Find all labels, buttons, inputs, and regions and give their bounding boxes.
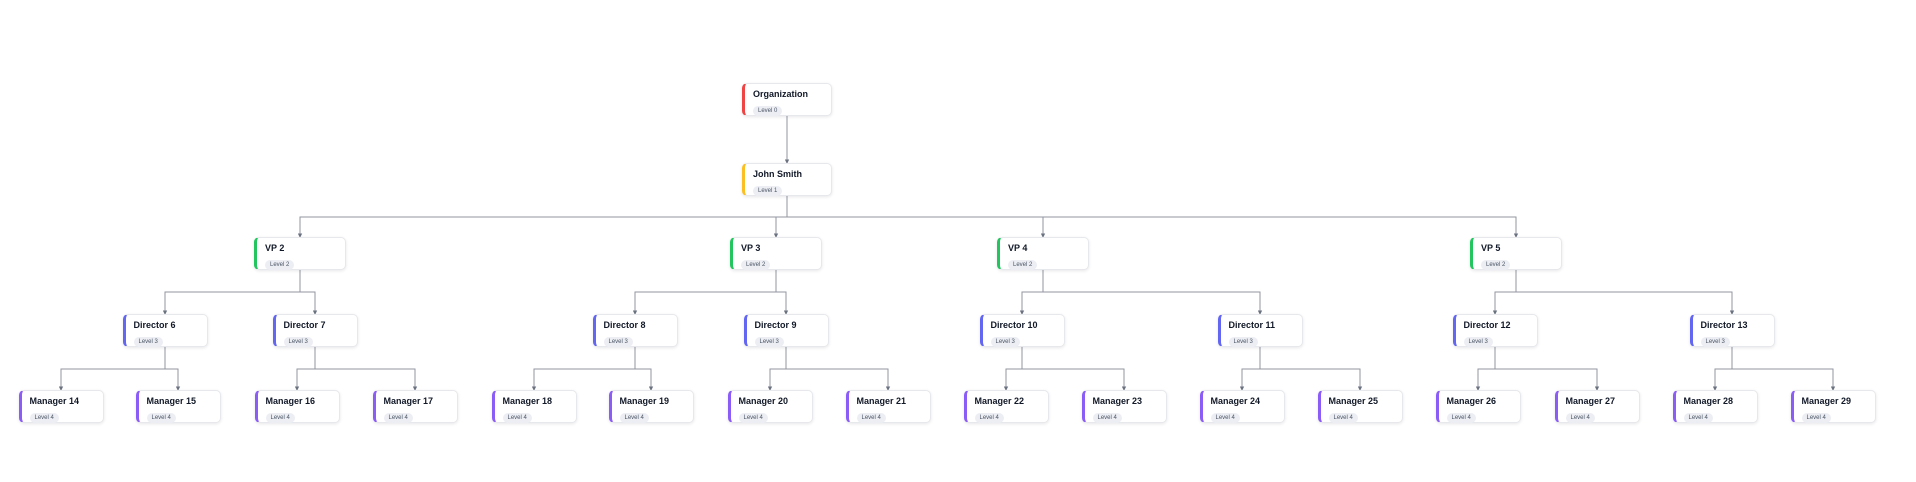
node-label: Organization bbox=[753, 89, 809, 99]
org-node-m17[interactable]: Manager 17 Level 4 bbox=[372, 390, 458, 423]
node-label: Director 9 bbox=[754, 320, 797, 330]
node-level-badge: Level 4 bbox=[619, 413, 649, 423]
org-node-m26[interactable]: Manager 26 Level 4 bbox=[1435, 390, 1521, 423]
node-level-badge: Level 4 bbox=[738, 413, 768, 423]
node-label: Director 6 bbox=[133, 320, 176, 330]
node-label: Director 11 bbox=[1228, 320, 1276, 330]
node-level-badge: Level 3 bbox=[990, 337, 1020, 347]
org-node-m27[interactable]: Manager 27 Level 4 bbox=[1554, 390, 1640, 423]
org-node-m21[interactable]: Manager 21 Level 4 bbox=[845, 390, 931, 423]
org-node-m19[interactable]: Manager 19 Level 4 bbox=[608, 390, 694, 423]
node-label: Manager 29 bbox=[1801, 396, 1852, 406]
org-node-m23[interactable]: Manager 23 Level 4 bbox=[1081, 390, 1167, 423]
org-node-vp2[interactable]: VP 2 Level 2 bbox=[254, 237, 346, 270]
node-level-badge: Level 4 bbox=[265, 413, 295, 423]
node-label: Manager 20 bbox=[738, 396, 789, 406]
node-level-badge: Level 4 bbox=[1328, 413, 1358, 423]
connector-edges bbox=[58, 116, 1836, 391]
node-label: Manager 25 bbox=[1328, 396, 1379, 406]
node-level-badge: Level 4 bbox=[974, 413, 1004, 423]
org-node-d11[interactable]: Director 11 Level 3 bbox=[1217, 314, 1303, 347]
node-level-badge: Level 3 bbox=[1463, 337, 1493, 347]
node-level-badge: Level 4 bbox=[502, 413, 532, 423]
node-level-badge: Level 4 bbox=[1565, 413, 1595, 423]
node-level-badge: Level 4 bbox=[1446, 413, 1476, 423]
org-node-vp5[interactable]: VP 5 Level 2 bbox=[1470, 237, 1562, 270]
org-node-d9[interactable]: Director 9 Level 3 bbox=[743, 314, 829, 347]
node-label: Manager 15 bbox=[146, 396, 197, 406]
node-level-badge: Level 0 bbox=[753, 106, 783, 116]
node-level-badge: Level 3 bbox=[1700, 337, 1730, 347]
org-node-m25[interactable]: Manager 25 Level 4 bbox=[1317, 390, 1403, 423]
org-node-d7[interactable]: Director 7 Level 3 bbox=[272, 314, 358, 347]
node-level-badge: Level 4 bbox=[1683, 413, 1713, 423]
node-level-badge: Level 2 bbox=[1008, 260, 1038, 270]
org-node-m29[interactable]: Manager 29 Level 4 bbox=[1790, 390, 1876, 423]
node-level-badge: Level 3 bbox=[603, 337, 633, 347]
node-level-badge: Level 4 bbox=[1801, 413, 1831, 423]
node-label: Director 13 bbox=[1700, 320, 1748, 330]
org-node-d12[interactable]: Director 12 Level 3 bbox=[1452, 314, 1538, 347]
node-level-badge: Level 4 bbox=[856, 413, 886, 423]
node-level-badge: Level 4 bbox=[29, 413, 59, 423]
node-level-badge: Level 4 bbox=[1092, 413, 1122, 423]
node-label: VP 3 bbox=[741, 243, 761, 253]
node-label: Manager 22 bbox=[974, 396, 1025, 406]
node-label: Manager 23 bbox=[1092, 396, 1143, 406]
org-node-vp4[interactable]: VP 4 Level 2 bbox=[997, 237, 1089, 270]
org-node-m18[interactable]: Manager 18 Level 4 bbox=[491, 390, 577, 423]
org-node-m16[interactable]: Manager 16 Level 4 bbox=[254, 390, 340, 423]
org-node-m24[interactable]: Manager 24 Level 4 bbox=[1199, 390, 1285, 423]
node-level-badge: Level 3 bbox=[283, 337, 313, 347]
node-label: VP 5 bbox=[1481, 243, 1501, 253]
org-node-m15[interactable]: Manager 15 Level 4 bbox=[135, 390, 221, 423]
node-label: Director 7 bbox=[283, 320, 326, 330]
node-level-badge: Level 3 bbox=[754, 337, 784, 347]
org-node-d13[interactable]: Director 13 Level 3 bbox=[1689, 314, 1775, 347]
org-node-m22[interactable]: Manager 22 Level 4 bbox=[963, 390, 1049, 423]
org-node-d10[interactable]: Director 10 Level 3 bbox=[979, 314, 1065, 347]
node-label: VP 2 bbox=[265, 243, 285, 253]
node-label: Manager 27 bbox=[1565, 396, 1616, 406]
node-level-badge: Level 2 bbox=[1481, 260, 1511, 270]
node-label: Manager 14 bbox=[29, 396, 80, 406]
org-node-vp3[interactable]: VP 3 Level 2 bbox=[730, 237, 822, 270]
node-label: Manager 24 bbox=[1210, 396, 1261, 406]
org-node-m28[interactable]: Manager 28 Level 4 bbox=[1672, 390, 1758, 423]
node-level-badge: Level 4 bbox=[146, 413, 176, 423]
node-level-badge: Level 4 bbox=[383, 413, 413, 423]
node-level-badge: Level 3 bbox=[133, 337, 163, 347]
node-label: VP 4 bbox=[1008, 243, 1028, 253]
node-level-badge: Level 1 bbox=[753, 186, 783, 196]
node-level-badge: Level 3 bbox=[1228, 337, 1258, 347]
node-label: Manager 19 bbox=[619, 396, 670, 406]
node-label: Director 10 bbox=[990, 320, 1038, 330]
org-node-d6[interactable]: Director 6 Level 3 bbox=[122, 314, 208, 347]
node-label: Director 8 bbox=[603, 320, 646, 330]
node-label: Manager 21 bbox=[856, 396, 907, 406]
node-label: Manager 26 bbox=[1446, 396, 1497, 406]
node-label: Director 12 bbox=[1463, 320, 1511, 330]
org-node-m20[interactable]: Manager 20 Level 4 bbox=[727, 390, 813, 423]
node-level-badge: Level 2 bbox=[741, 260, 771, 270]
node-label: Manager 17 bbox=[383, 396, 434, 406]
node-level-badge: Level 4 bbox=[1210, 413, 1240, 423]
node-label: John Smith bbox=[753, 169, 802, 179]
node-label: Manager 28 bbox=[1683, 396, 1734, 406]
node-label: Manager 18 bbox=[502, 396, 553, 406]
org-node-m14[interactable]: Manager 14 Level 4 bbox=[18, 390, 104, 423]
node-level-badge: Level 2 bbox=[265, 260, 295, 270]
node-label: Manager 16 bbox=[265, 396, 316, 406]
org-node-d8[interactable]: Director 8 Level 3 bbox=[592, 314, 678, 347]
